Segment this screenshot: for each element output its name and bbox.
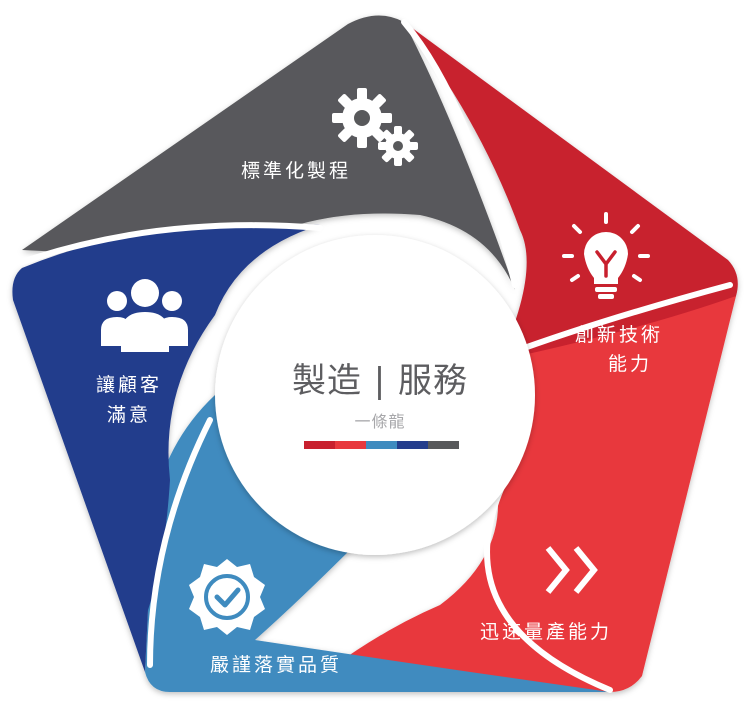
label-quality: 嚴謹落實品質 xyxy=(210,654,342,676)
label-innovation-line2: 能力 xyxy=(608,353,652,375)
color-bar-swatch xyxy=(428,441,459,449)
center-circle xyxy=(215,235,535,555)
segment-process xyxy=(22,15,515,290)
label-satisfaction-line1: 讓顧客 xyxy=(96,374,162,396)
segment-satisfaction xyxy=(12,223,321,672)
label-speed: 迅速量產能力 xyxy=(480,621,612,643)
color-bar-swatch xyxy=(366,441,397,449)
segment-speed xyxy=(300,296,736,692)
double-chevron-right-icon xyxy=(545,546,598,594)
label-innovation-line1: 創新技術 xyxy=(575,324,663,346)
color-bar-swatch xyxy=(304,441,335,449)
gears-icon xyxy=(332,88,418,166)
lightbulb-icon xyxy=(562,212,650,299)
segment-quality xyxy=(145,387,610,692)
label-satisfaction-line2: 滿意 xyxy=(107,404,151,426)
color-bar xyxy=(304,441,459,449)
label-process: 標準化製程 xyxy=(241,160,351,182)
color-bar-swatch xyxy=(397,441,428,449)
center-title: 製造 | 服務 xyxy=(292,361,468,401)
users-group-icon xyxy=(101,279,188,352)
segment-innovation xyxy=(404,22,738,380)
color-bar-swatch xyxy=(335,441,366,449)
center-subtitle: 一條龍 xyxy=(354,412,405,431)
check-badge-icon xyxy=(189,559,265,635)
